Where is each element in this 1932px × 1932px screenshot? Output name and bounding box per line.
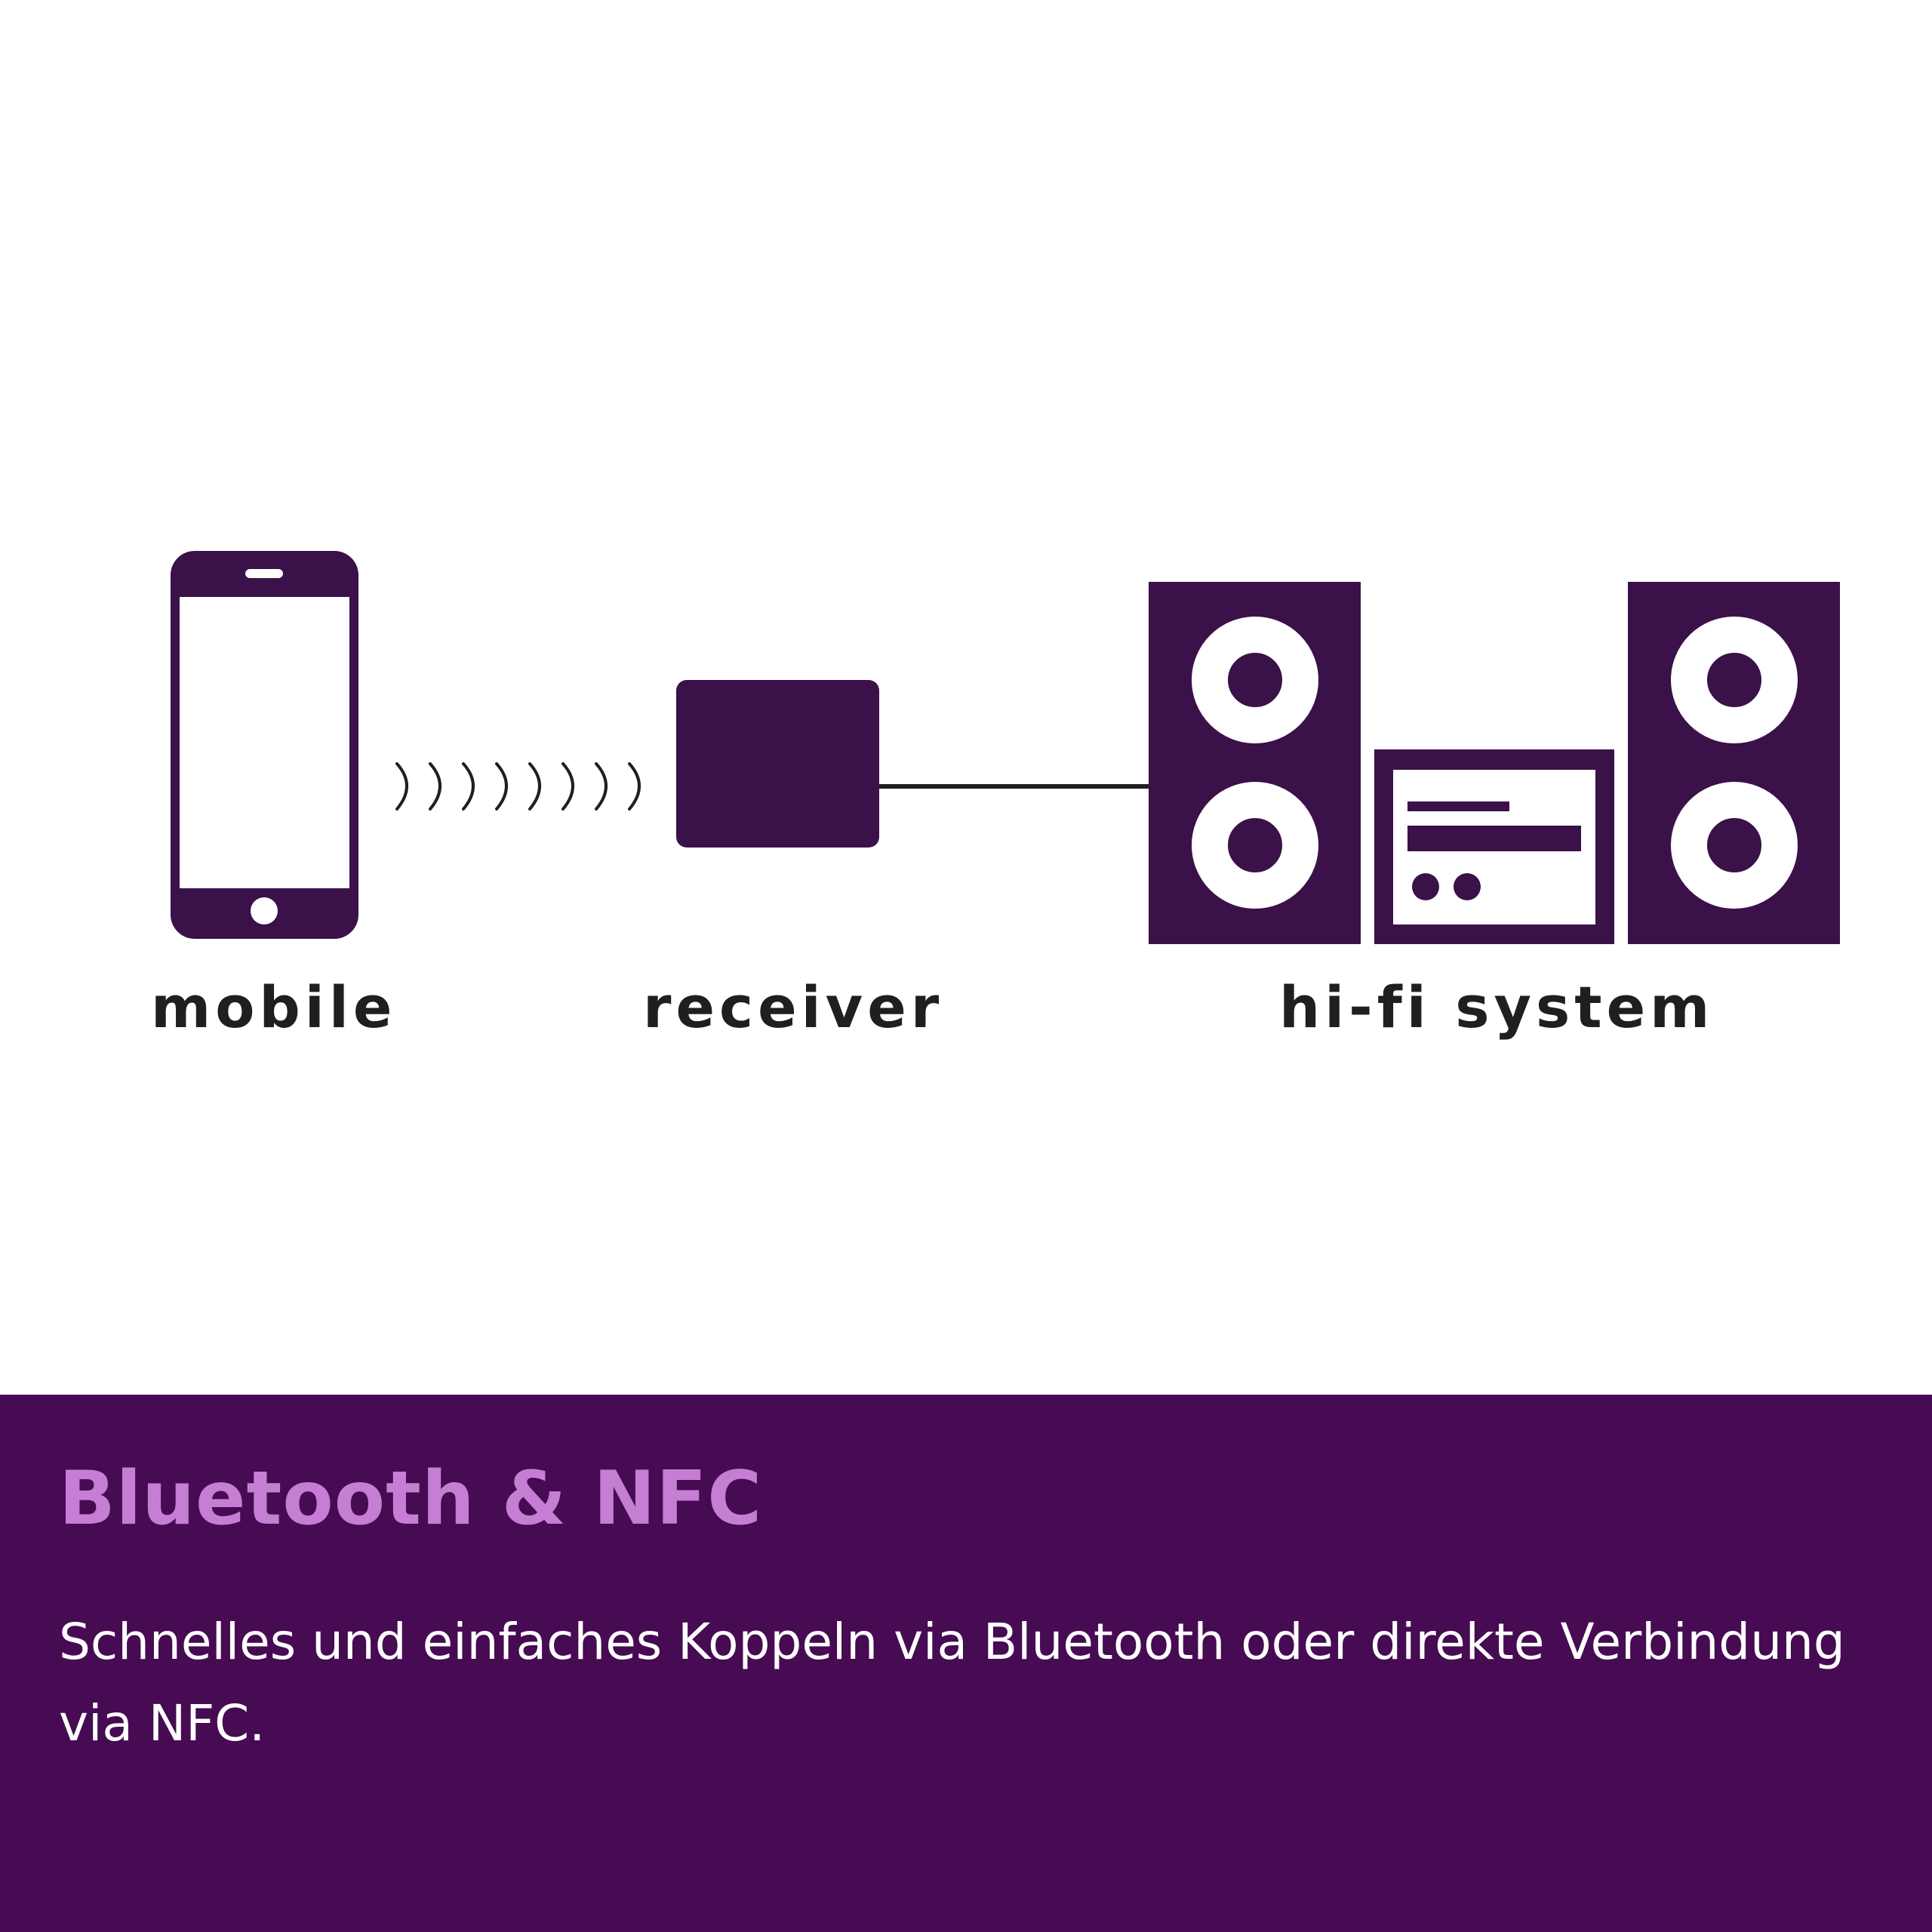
signal-waves-icon <box>395 762 641 811</box>
feature-banner: Bluetooth & NFC Schnelles und einfaches … <box>0 1395 1932 1932</box>
receiver-icon <box>676 680 879 848</box>
feature-description: Schnelles und einfaches Koppeln via Blue… <box>59 1612 1845 1752</box>
smartphone-icon <box>171 551 358 939</box>
connection-diagram <box>171 551 1840 944</box>
feature-title: Bluetooth & NFC <box>59 1456 763 1542</box>
stereo-unit-icon <box>1374 749 1614 944</box>
mobile-label: mobile <box>151 974 397 1041</box>
speaker-icon <box>1149 582 1361 944</box>
hifi-system-label: hi-fi system <box>1279 974 1715 1041</box>
receiver-label: receiver <box>643 974 944 1041</box>
speaker-icon <box>1628 582 1840 944</box>
